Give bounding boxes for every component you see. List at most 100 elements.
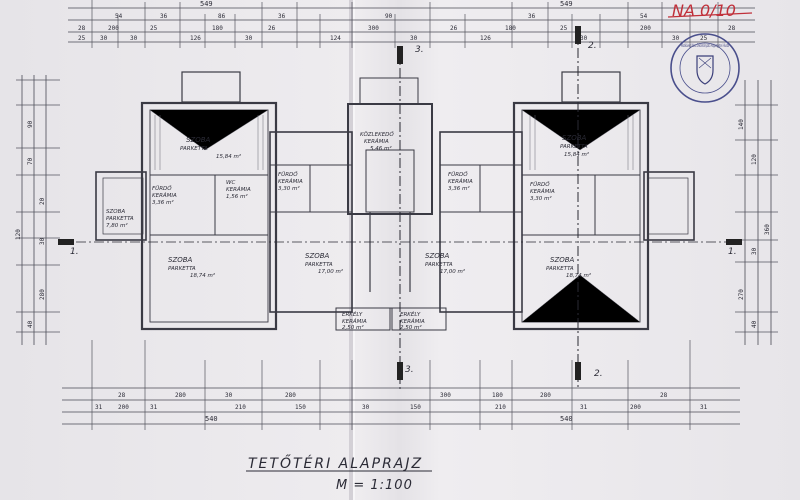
drawing-title-block: TETŐTÉRI ALAPRAJZ M = 1:100: [246, 454, 432, 493]
dim-label: 31: [700, 404, 708, 411]
svg-text:PARKETTA: PARKETTA: [305, 262, 333, 268]
svg-text:PARKETTA: PARKETTA: [168, 266, 196, 272]
svg-text:SZOBA: SZOBA: [550, 256, 575, 264]
svg-text:FÜRDŐ: FÜRDŐ: [152, 185, 172, 192]
dim-label: 31: [580, 404, 588, 411]
dim-label: 28: [728, 25, 736, 32]
svg-text:KERÁMIA: KERÁMIA: [448, 178, 473, 185]
dim-label: 126: [480, 35, 491, 42]
svg-text:15,84 m²: 15,84 m²: [216, 153, 242, 160]
dim-label: 150: [295, 404, 306, 411]
dim-label: 26: [268, 25, 276, 32]
svg-text:KERÁMIA: KERÁMIA: [342, 318, 367, 325]
dim-label: 180: [492, 392, 503, 399]
dim-total-right: 540: [560, 415, 573, 423]
building-walls: [95, 71, 695, 331]
svg-text:SZOBA: SZOBA: [305, 252, 330, 260]
dim-label: 30: [751, 247, 758, 255]
svg-text:18,74 m²: 18,74 m²: [190, 272, 216, 279]
svg-text:17,00 m²: 17,00 m²: [318, 268, 344, 275]
dim-label: 70: [27, 157, 34, 165]
room-label: SZOBA PARKETTA 15,84 m²: [560, 134, 590, 158]
red-annotation: NA 0/10: [672, 1, 736, 20]
svg-text:7,80 m²: 7,80 m²: [106, 222, 128, 229]
svg-text:PARKETTA: PARKETTA: [425, 262, 453, 268]
dim-label: 30: [580, 35, 588, 42]
top-dimension-chain: 549 549 54 36 86 36 90 36 54 28 200 25 1…: [68, 0, 755, 48]
dim-label: 30: [100, 35, 108, 42]
svg-text:3,36 m²: 3,36 m²: [152, 199, 174, 206]
svg-text:18,74 m²: 18,74 m²: [566, 272, 592, 279]
dim-label: 140: [738, 119, 745, 130]
dim-label: 30: [410, 35, 418, 42]
dim-total-right: 549: [560, 0, 573, 8]
svg-text:SZOBA: SZOBA: [106, 209, 125, 215]
drawing-scale: M = 1:100: [336, 478, 413, 493]
dim-label: 280: [540, 392, 551, 399]
dim-label: 120: [15, 229, 22, 240]
dim-label: 280: [285, 392, 296, 399]
dim-label: 124: [330, 35, 341, 42]
svg-text:PARKETTA: PARKETTA: [180, 146, 208, 152]
section-1-label-right: 1.: [728, 247, 737, 257]
dim-label: 36: [528, 13, 536, 20]
dim-label: 25: [150, 25, 158, 32]
svg-text:5,46 m²: 5,46 m²: [370, 145, 392, 152]
stamp-text: Mezőkövesd Város Önkormányzata Polgármes…: [681, 42, 729, 49]
dim-label: 25: [700, 35, 708, 42]
dim-label: 30: [362, 404, 370, 411]
svg-text:KERÁMIA: KERÁMIA: [152, 192, 177, 199]
section-1-label-left: 1.: [70, 247, 79, 257]
room-label: ERKÉLY KERÁMIA 2,50 m²: [342, 310, 367, 331]
svg-text:3,30 m²: 3,30 m²: [278, 185, 300, 192]
room-label: WC KERÁMIA 1,56 m²: [226, 180, 251, 200]
room-label: KÖZLEKEDŐ KERÁMIA 5,46 m²: [360, 131, 394, 152]
svg-text:KERÁMIA: KERÁMIA: [400, 318, 425, 325]
svg-text:3,36 m²: 3,36 m²: [448, 185, 470, 192]
dim-label: 30: [130, 35, 138, 42]
svg-text:3,30 m²: 3,30 m²: [530, 195, 552, 202]
svg-text:PARKETTA: PARKETTA: [560, 144, 588, 150]
room-label: SZOBA PARKETTA 17,00 m²: [425, 252, 466, 275]
room-label: FÜRDŐ KERÁMIA 3,30 m²: [530, 181, 555, 202]
right-dimension-chain: 140 120 360 270 30 40: [735, 80, 778, 345]
dim-total-left: 549: [200, 0, 213, 8]
svg-text:FÜRDŐ: FÜRDŐ: [530, 181, 550, 188]
room-label: SZOBA PARKETTA 18,74 m²: [168, 256, 216, 279]
section-2-label-top: 2.: [588, 41, 597, 51]
dim-total-left: 540: [205, 415, 218, 423]
dim-label: 36: [278, 13, 286, 20]
dim-label: 54: [115, 13, 123, 20]
room-label: SZOBA PARKETTA 17,00 m²: [305, 252, 344, 275]
dim-label: 28: [118, 392, 126, 399]
dim-label: 300: [440, 392, 451, 399]
svg-text:2,50 m²: 2,50 m²: [400, 324, 422, 331]
dim-label: 200: [108, 25, 119, 32]
dim-label: 86: [218, 13, 226, 20]
municipal-stamp: Mezőkövesd Város Önkormányzata Polgármes…: [670, 33, 740, 103]
dim-label: 210: [495, 404, 506, 411]
svg-text:1,56 m²: 1,56 m²: [226, 193, 248, 200]
dim-label: 180: [505, 25, 516, 32]
dim-label: 150: [410, 404, 421, 411]
dim-label: 30: [672, 35, 680, 42]
room-label: FÜRDŐ KERÁMIA 3,30 m²: [278, 171, 303, 192]
dim-label: 280: [39, 289, 46, 300]
room-label: SZOBA PARKETTA 15,84 m²: [180, 136, 242, 160]
dim-label: 40: [27, 320, 34, 328]
svg-text:KÖZLEKEDŐ: KÖZLEKEDŐ: [360, 131, 394, 138]
dim-label: 26: [450, 25, 458, 32]
dim-label: 200: [118, 404, 129, 411]
room-label: SZOBA PARKETTA 18,74 m²: [546, 256, 592, 279]
section-lines: 3. 3. 2. 2. 1. 1.: [58, 26, 742, 390]
dim-label: 270: [738, 289, 745, 300]
svg-text:WC: WC: [226, 180, 235, 186]
dim-label: 20: [39, 197, 46, 205]
dim-label: 31: [95, 404, 103, 411]
room-label: SZOBA PARKETTA 7,80 m²: [106, 209, 134, 229]
dim-label: 54: [640, 13, 648, 20]
dim-label: 30: [245, 35, 253, 42]
dim-label: 36: [160, 13, 168, 20]
svg-text:FÜRDŐ: FÜRDŐ: [278, 171, 298, 178]
